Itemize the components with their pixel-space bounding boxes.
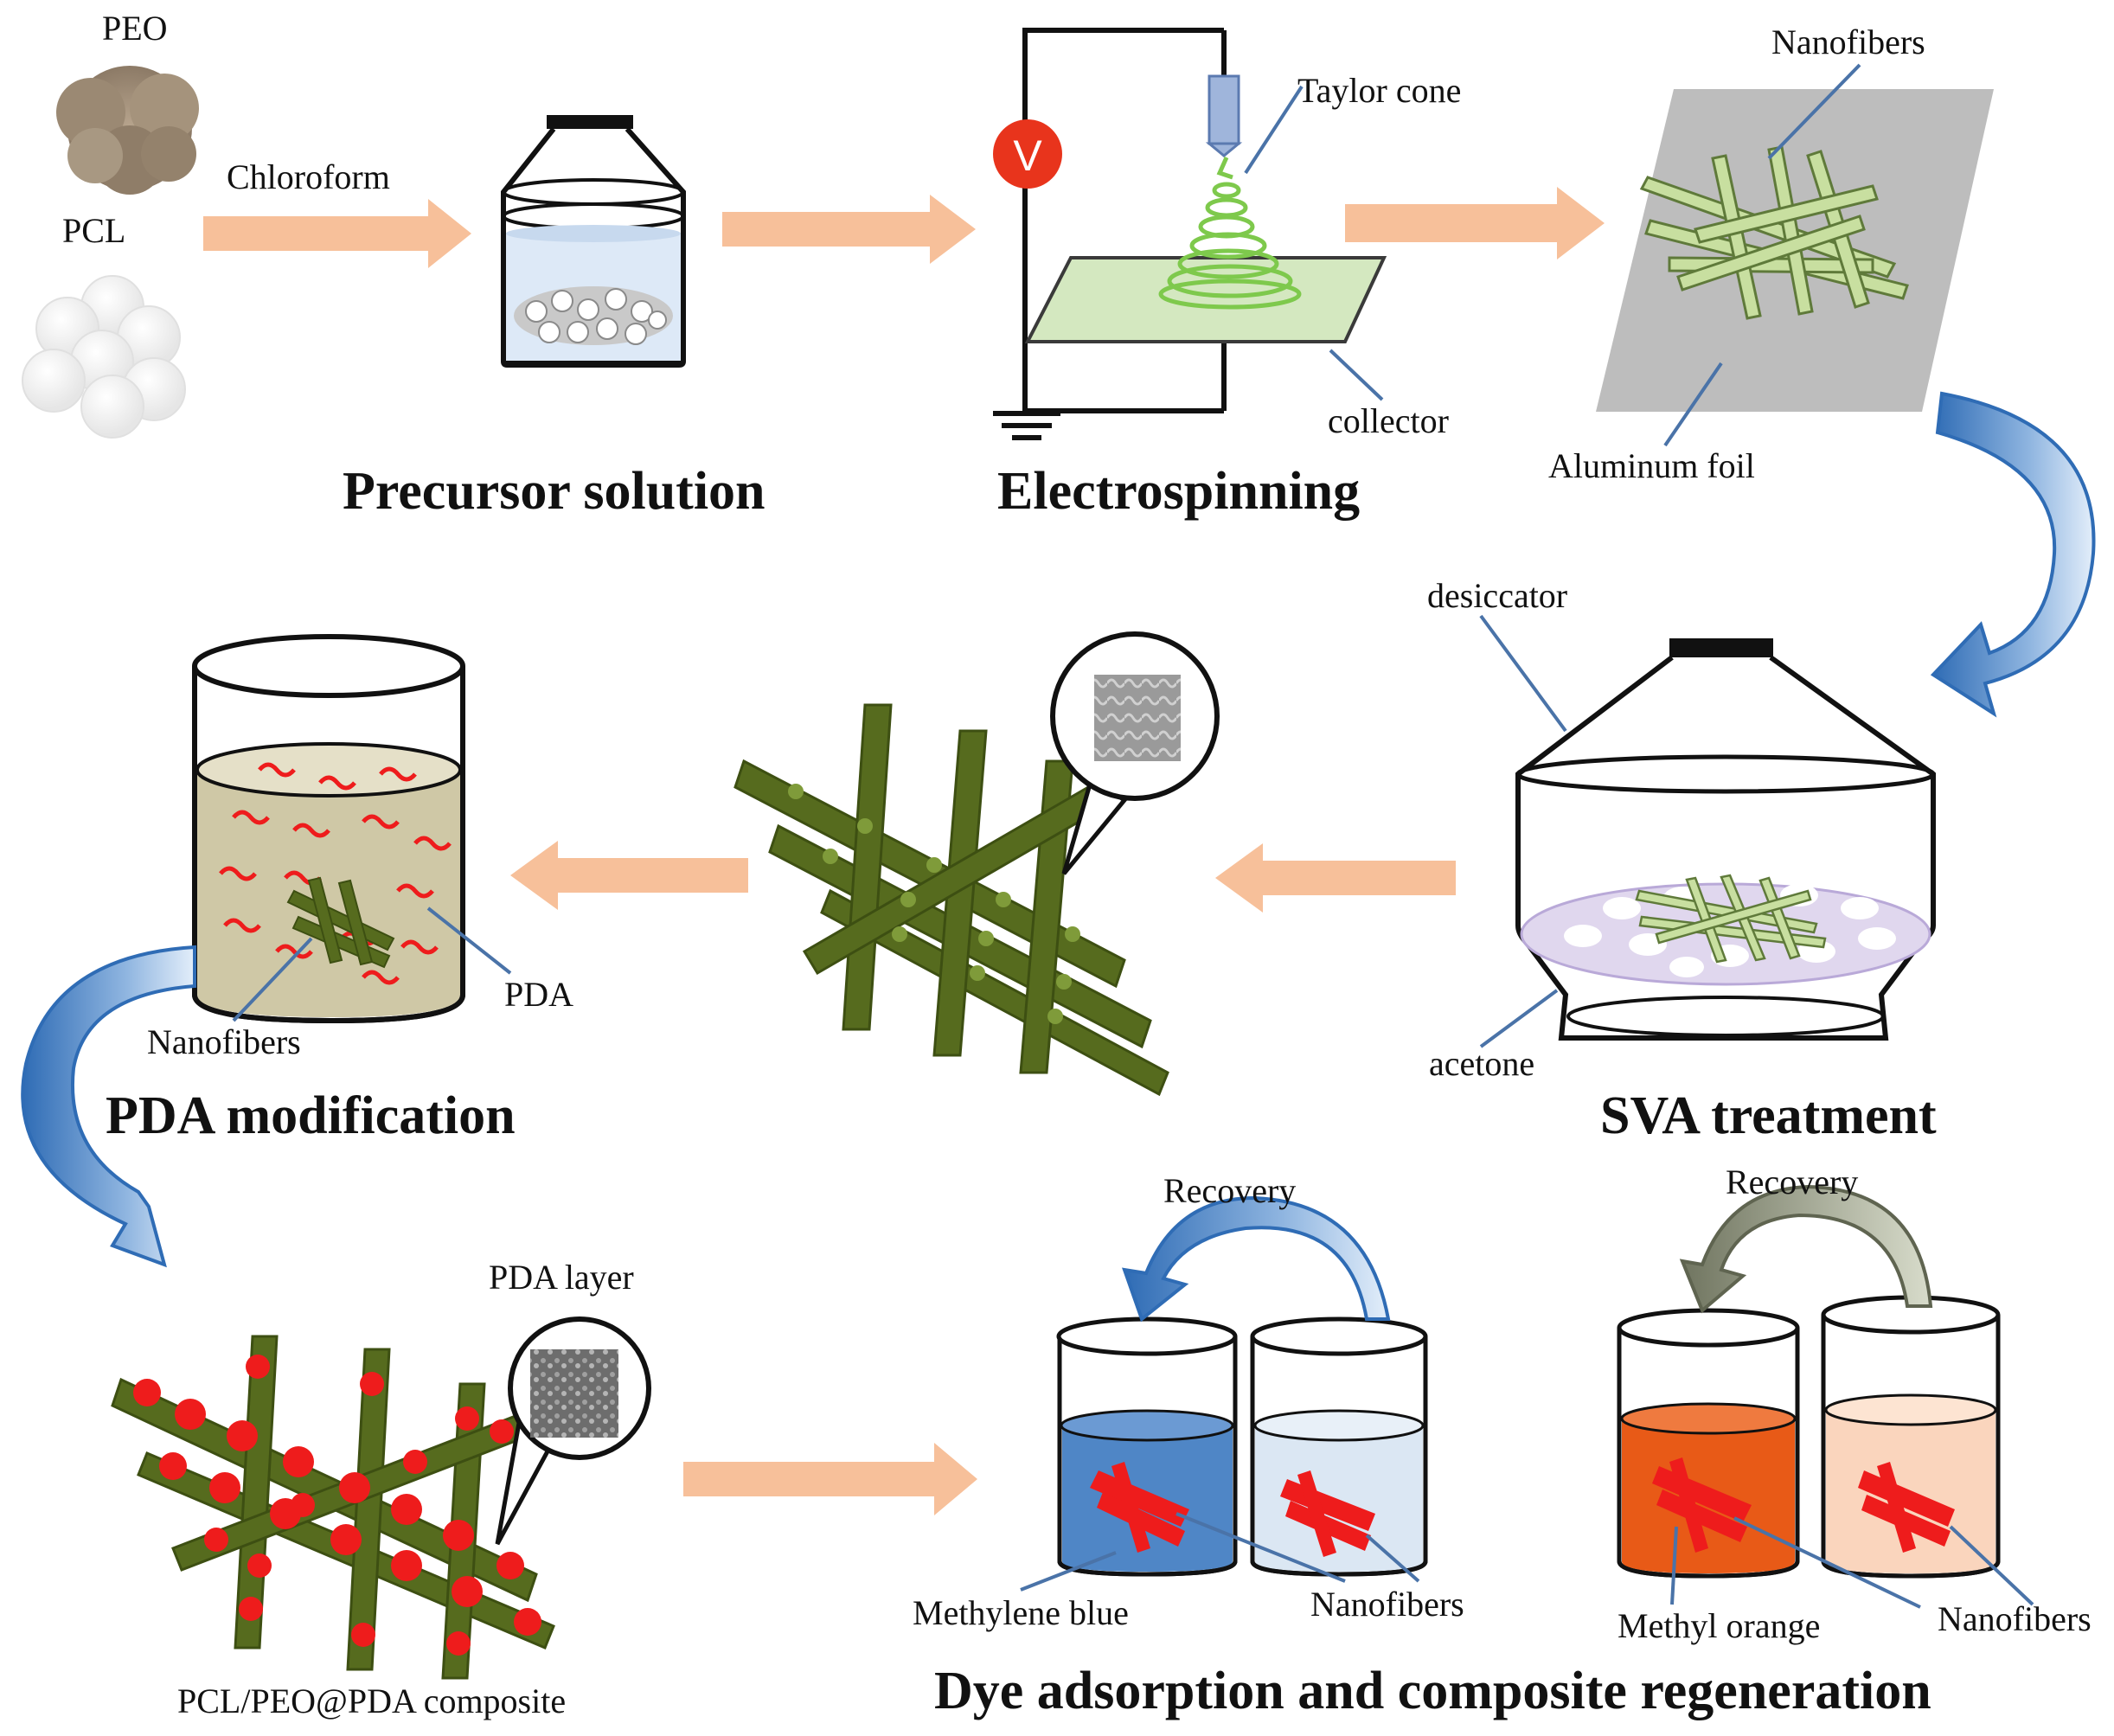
pda-layer-label: PDA layer: [489, 1258, 634, 1297]
flow-arrow-1: [203, 199, 471, 268]
collector-plate: [1024, 256, 1387, 343]
nanofibers-mo-leader-2: [1949, 1525, 2034, 1606]
voltage-source-icon: V: [993, 119, 1062, 189]
composite-label: PCL/PEO@PDA composite: [177, 1682, 566, 1720]
methylene-blue-leader: [1020, 1551, 1117, 1592]
nanofibers-mo-leader-1: [1733, 1516, 1921, 1609]
desiccator: [1515, 638, 1936, 1041]
pda-modification-title: PDA modification: [106, 1086, 516, 1145]
methyl-orange-label: Methyl orange: [1618, 1606, 1820, 1645]
nanofibers-top-label: Nanofibers: [1771, 22, 1925, 61]
electrospinning-title: Electrospinning: [997, 462, 1360, 521]
red-fibers-mo: [1652, 1457, 1955, 1553]
flow-arrow-4: [1215, 843, 1456, 913]
sem-zoom-bubble-2: [495, 1316, 651, 1546]
pda-beaker: [192, 634, 465, 1024]
desiccator-leader: [1479, 614, 1567, 733]
nanofibers-mb-leader-2: [1365, 1534, 1420, 1583]
peo-pellets-icon: [56, 66, 199, 195]
coated-fiber-mesh: [733, 703, 1169, 1097]
recovery-1-label: Recovery: [1163, 1171, 1296, 1210]
recovery-arrow-1: [1122, 1195, 1391, 1323]
nanofibers-mb-leader-1: [1176, 1512, 1346, 1583]
pda-composite-mesh: [111, 1335, 564, 1680]
pda-leader: [426, 906, 512, 975]
sva-title: SVA treatment: [1600, 1086, 1937, 1145]
aluminum-foil-leader: [1663, 362, 1723, 447]
voltage-label: V: [1013, 131, 1042, 180]
recovery-arrow-2: [1679, 1184, 1933, 1314]
pcl-label: PCL: [62, 211, 125, 250]
peo-label: PEO: [102, 9, 168, 48]
sem-zoom-bubble-1: [1050, 631, 1220, 875]
nanofibers-mo-label: Nanofibers: [1938, 1599, 2092, 1638]
acetone-label: acetone: [1429, 1044, 1534, 1083]
taylor-cone-leader: [1244, 85, 1304, 175]
recovery-2-label: Recovery: [1726, 1163, 1858, 1201]
pcl-beads-icon: [22, 275, 186, 439]
curved-arrow-left: [21, 945, 196, 1268]
coated-fiber-texture: [788, 784, 1080, 1024]
dye-adsorption-title: Dye adsorption and composite regeneratio…: [934, 1662, 1931, 1720]
precursor-bottle: [501, 115, 686, 368]
collector-leader: [1329, 349, 1384, 401]
collector-label: collector: [1328, 401, 1449, 440]
chloroform-label: Chloroform: [227, 157, 390, 196]
curved-arrow-right: [1930, 391, 2096, 718]
nanofibers-top-leader: [1767, 63, 1861, 160]
flow-arrow-6: [683, 1443, 977, 1515]
precursor-title: Precursor solution: [343, 462, 766, 521]
nanofibers-beaker-leader: [232, 937, 313, 1022]
pda-label: PDA: [504, 975, 573, 1014]
nanofiber-mat-top: [1639, 145, 1909, 320]
taylor-cone-label: Taylor cone: [1297, 71, 1461, 110]
methyl-orange-leader: [1670, 1526, 1678, 1605]
acetone-leader: [1479, 989, 1559, 1048]
methylene-blue-beaker: [1056, 1316, 1238, 1577]
flow-arrow-2: [722, 195, 976, 264]
red-fibers-mb: [1090, 1462, 1375, 1557]
flow-arrow-5: [510, 841, 748, 910]
pda-coating-blobs: [133, 1355, 541, 1656]
nanofibers-mb-label: Nanofibers: [1310, 1585, 1464, 1624]
desiccator-label: desiccator: [1427, 576, 1567, 615]
methylene-blue-label: Methylene blue: [913, 1593, 1129, 1632]
taylor-cone-spiral: [1158, 156, 1302, 310]
aluminum-foil-label: Aluminum foil: [1548, 446, 1755, 485]
flow-arrow-3: [1345, 187, 1605, 259]
nanofibers-beaker-label: Nanofibers: [147, 1022, 301, 1061]
electrospinning-setup: V: [993, 28, 1387, 440]
